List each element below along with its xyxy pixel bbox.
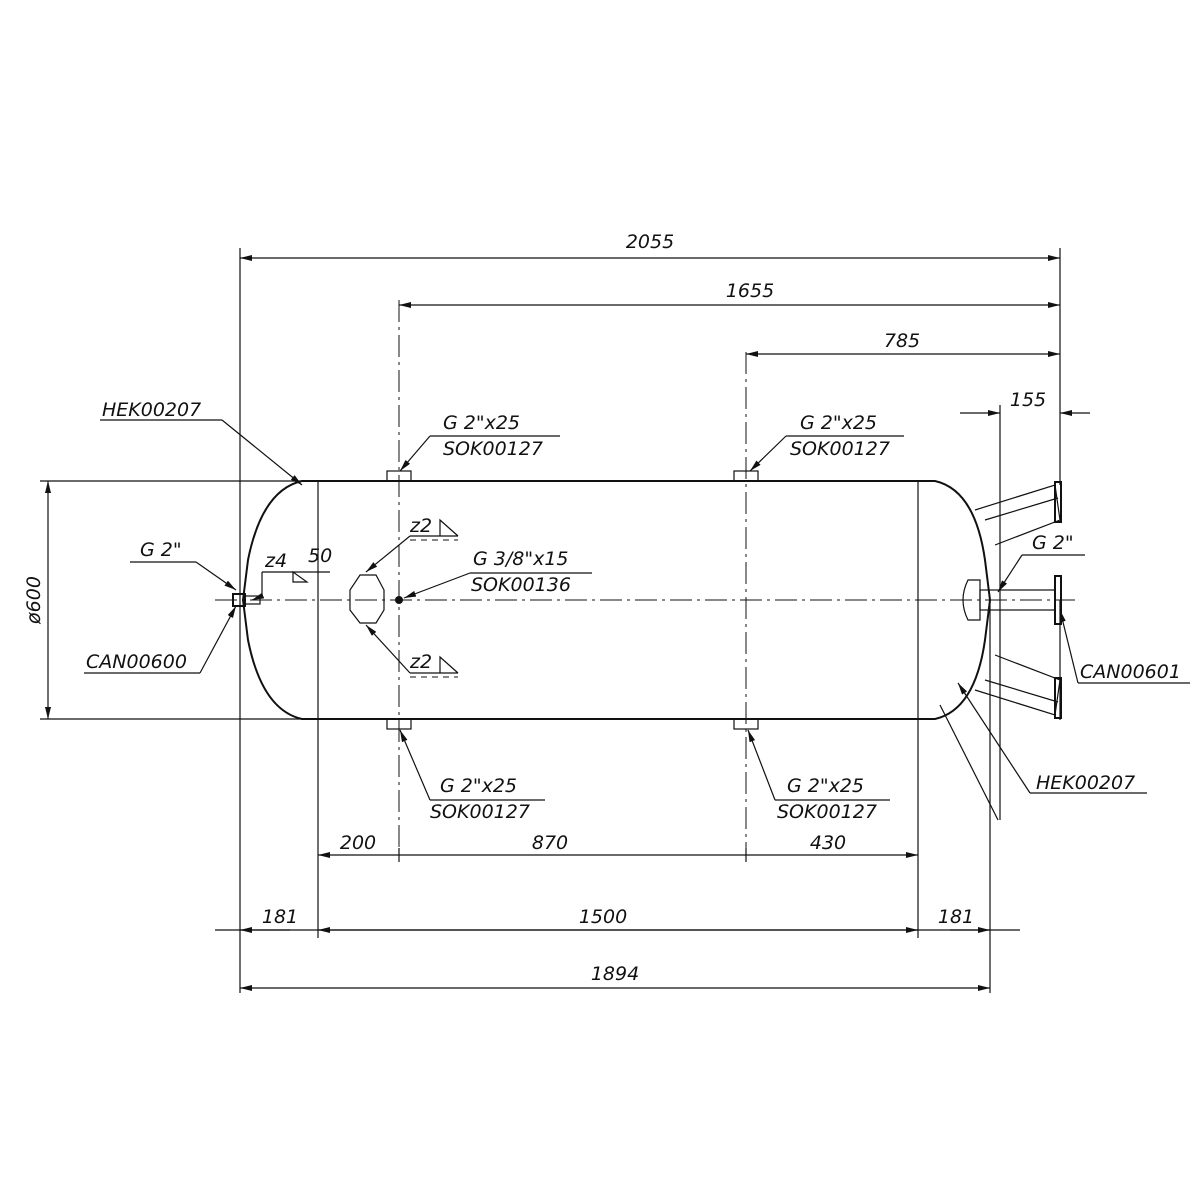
sight-glass-icon [349,574,385,624]
dim-flange-offset: 155 [1010,389,1046,411]
lower-support-leg-inner [984,679,1059,703]
label-bottom-right-code: SOK00127 [777,801,877,823]
part-labels: HEK00207 HEK00207 G 2"x25 SOK00127 G 2"x… [86,399,1181,823]
label-center-socket-thread: G 3/8"x15 [473,548,569,570]
label-weld-top: z2 [409,515,432,537]
label-left-cap: CAN00600 [86,651,187,673]
dim-pitch-2: 870 [532,832,568,854]
leaders [84,419,1190,821]
extension-lines [40,248,1061,993]
dimension-lines [45,255,1090,991]
dim-shell-length: 1500 [579,906,627,928]
label-bottom-right-thread: G 2"x25 [787,775,864,797]
dim-nozzle-span: 1655 [726,280,774,302]
label-bottom-left-thread: G 2"x25 [440,775,517,797]
upper-support-pad [1054,481,1062,523]
label-head-right: HEK00207 [1036,772,1135,794]
upper-support-leg [974,484,1061,546]
lower-support-pad [1054,677,1062,719]
label-top-right-thread: G 2"x25 [800,412,877,434]
dim-overall-length: 2055 [626,231,674,253]
label-bottom-left-code: SOK00127 [430,801,530,823]
label-left-fitting: G 2" [140,539,182,561]
dim-diameter-text: ø600 [23,576,45,625]
label-top-left-thread: G 2"x25 [443,412,520,434]
center-socket-icon [395,596,403,604]
label-top-right-code: SOK00127 [790,438,890,460]
upper-support-leg-inner [984,497,1059,521]
top-right-nozzle [733,470,759,482]
dim-head-right: 181 [938,906,974,928]
label-center-socket-code: SOK00136 [471,574,571,596]
dim-pitch-1: 200 [340,832,376,854]
right-outlet-collar [962,579,981,621]
label-weld-bottom: z2 [409,651,432,673]
bottom-left-nozzle [386,718,412,730]
right-outlet-flange [1054,575,1062,625]
label-weld-left: z4 [264,550,287,572]
label-weld-left-length: 50 [308,545,332,567]
label-right-fitting: G 2" [1032,532,1074,554]
label-top-left-code: SOK00127 [443,438,543,460]
dim-pitch-3: 430 [810,832,846,854]
dim-vessel-length: 1894 [591,963,639,985]
label-right-cap: CAN00601 [1080,661,1181,683]
nozzles [232,470,1062,730]
dim-head-left: 181 [262,906,298,928]
dim-right-nozzle-span: 785 [884,330,920,352]
vessel [215,300,1075,860]
bottom-right-nozzle [733,718,759,730]
label-head-left: HEK00207 [102,399,201,421]
lower-support-leg [974,654,1061,716]
dimension-texts: 2055 1655 785 155 ø600 200 870 430 181 1… [23,231,1046,985]
top-left-nozzle [386,470,412,482]
